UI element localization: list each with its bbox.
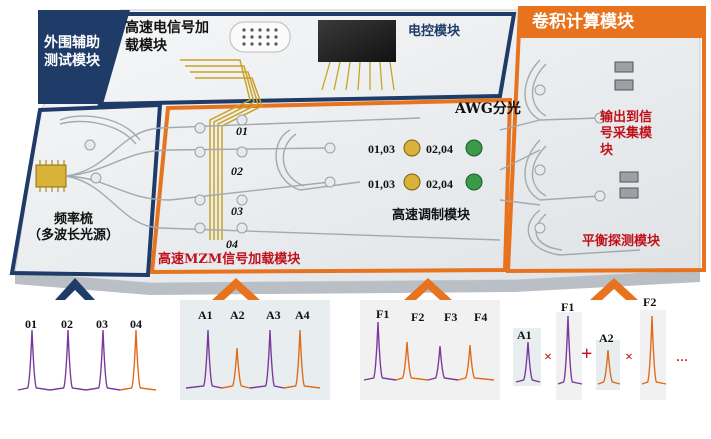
highspeed-electrical-label: 高速电信号加 载模块 [125,20,209,54]
spectral-peak [17,329,51,391]
panel1-label: 03 [96,317,108,331]
times-sign: × [544,350,552,365]
panel2-label: A2 [230,308,245,322]
panel4-a1-label: A1 [517,328,532,342]
chevron-arrow-icon [212,278,260,300]
panel1-label: 04 [130,317,142,331]
panel2-label: A4 [295,308,310,322]
panel-background [596,340,620,390]
panel3-label: F3 [444,310,458,324]
panel2-label: A3 [266,308,281,322]
mzm-label: 03 [231,204,243,218]
convolution-header [520,8,704,38]
panel4-a2-label: A2 [599,331,614,345]
mzm-signal-loading-label: 高速MZM信号加载模块 [158,252,301,267]
balanced-detection-label: 平衡探测模块 [582,234,661,249]
spectral-peak [185,329,223,389]
panel2-label: A1 [198,308,213,322]
spectral-peaks [17,315,667,391]
spectral-peak [49,329,87,391]
mzm-label: 01 [236,124,248,138]
spectral-peak [427,345,459,381]
ellipsis: … [676,350,688,364]
spectral-peak [363,321,397,381]
panel1-label: 02 [61,317,73,331]
spectral-peak [395,341,429,381]
photodiode-outputs [614,61,639,199]
panel3-label: F1 [376,307,390,321]
spectral-peak [249,329,285,389]
output-acquisition-label: 输出到信 号采集模 块 [600,110,653,158]
spectral-peak [119,329,157,391]
spectral-peak [457,344,495,381]
spectral-peak [515,341,541,383]
waveguide-network [59,59,641,256]
comb-source-label: 频率梳 （多波长光源） [28,212,120,244]
modulator-label: 01,03 [368,177,395,191]
navy-outline-boxes [9,12,517,278]
spectral-peak [221,347,251,389]
spectral-peak [85,329,121,391]
modulator-rings [403,139,483,191]
chip-plate [14,9,701,295]
spectral-peak [641,315,667,385]
mzm-label: 02 [231,164,243,178]
electrical-control-label: 电控模块 [408,24,461,39]
panel-background [360,300,500,400]
modulator-label: 01,03 [368,142,395,156]
awg-split-label: AWG分光 [455,101,521,117]
spectral-peak [557,315,583,385]
panel4-f1-label: F1 [561,300,575,314]
times-sign: × [625,350,633,365]
electrical-control-chip [318,20,396,91]
modulator-label: 02,04 [426,177,453,191]
splitter-nodes [84,84,606,234]
convolution-compute-label: 卷积计算模块 [532,12,634,32]
spectral-peak [283,329,321,389]
auxiliary-test-label: 外围辅助 测试模块 [44,35,100,69]
plus-sign: + [581,343,593,365]
modulator-label: 02,04 [426,142,453,156]
panel1-label: 01 [25,317,37,331]
panel3-label: F2 [411,310,425,324]
gold-wire-bus [180,59,263,240]
panel4-f2-label: F2 [643,295,657,309]
highspeed-modulation-label: 高速调制模块 [392,208,471,223]
chevron-arrow-icon [590,278,638,300]
mzm-label: 04 [226,237,238,251]
chevron-arrow-icon [404,278,452,300]
chevron-arrow-icon [55,278,95,300]
panel3-label: F4 [474,310,488,324]
spectral-peak [597,349,621,385]
electrical-pad-array [229,21,291,53]
